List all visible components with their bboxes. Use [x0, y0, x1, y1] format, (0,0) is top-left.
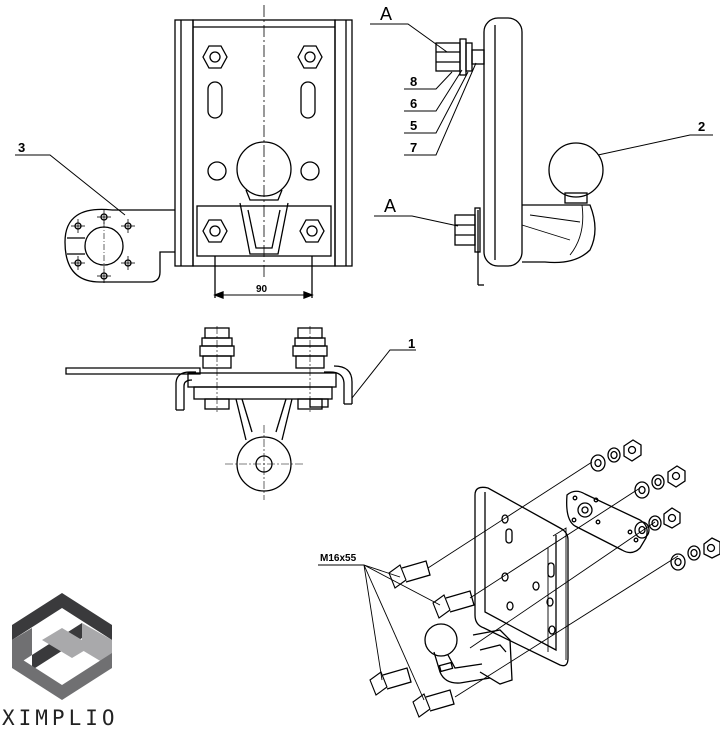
- side-view: [370, 17, 713, 286]
- top-view: [65, 326, 416, 500]
- isometric-view: [318, 439, 720, 718]
- callout-2: 2: [698, 119, 705, 134]
- callout-3: 3: [18, 140, 25, 155]
- section-mark-upper: A: [380, 4, 392, 24]
- callout-7: 7: [410, 140, 417, 155]
- brand-name: XIMPLIO: [2, 706, 119, 730]
- dimension-label: 90: [256, 284, 268, 295]
- callout-6: 6: [410, 96, 417, 111]
- section-mark-lower: A: [384, 196, 396, 216]
- bolt-spec-label: M16x55: [320, 553, 357, 564]
- callout-1: 1: [408, 336, 415, 351]
- ximplio-logo: [12, 593, 112, 700]
- callout-5: 5: [410, 118, 417, 133]
- callout-8: 8: [410, 74, 417, 89]
- front-view: [15, 5, 353, 299]
